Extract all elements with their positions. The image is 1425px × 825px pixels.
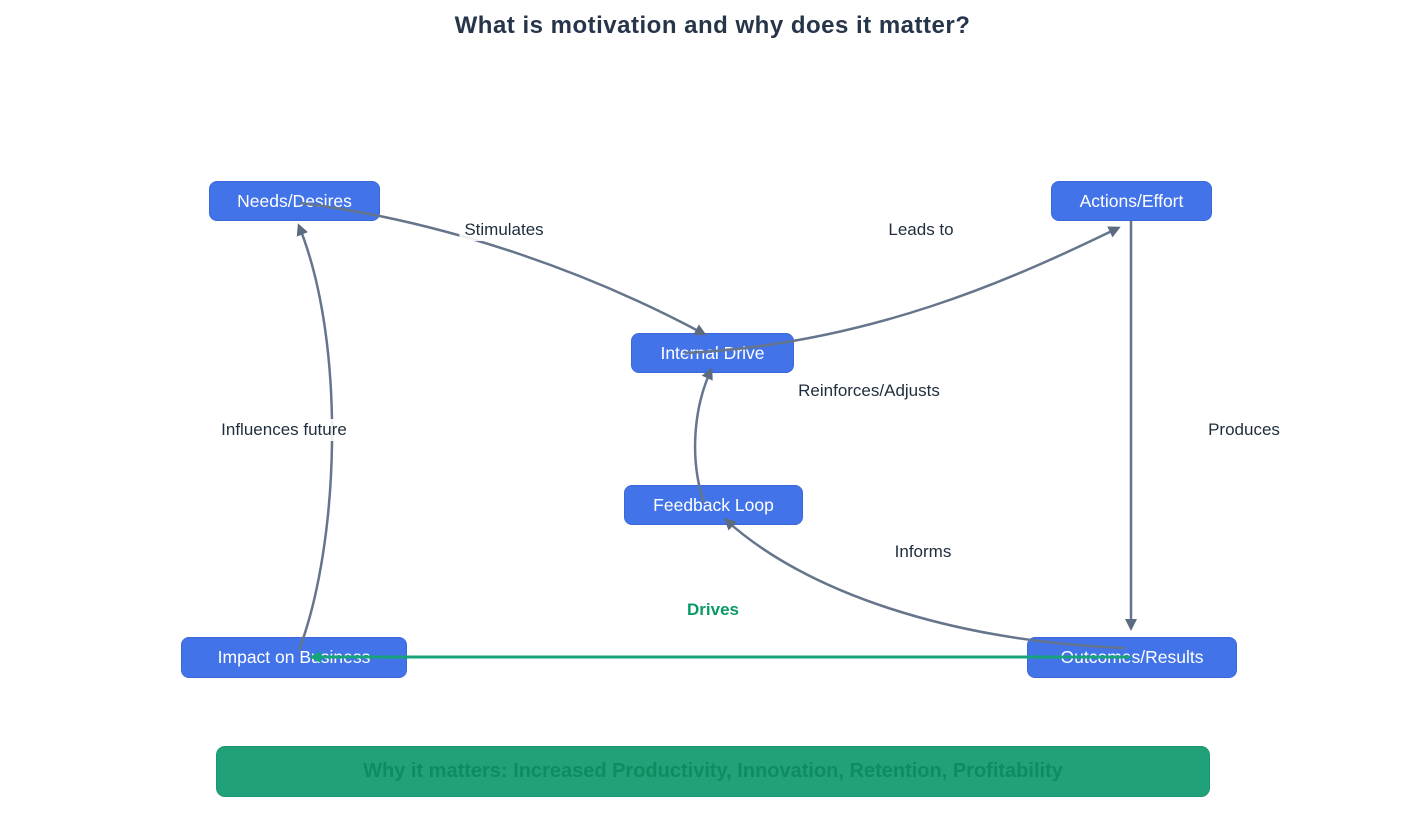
- edge-label-stimulates: Stimulates: [459, 219, 549, 241]
- edge-label-reinforces-adjusts: Reinforces/Adjusts: [793, 380, 945, 402]
- node-feedback-loop: Feedback Loop: [624, 485, 803, 525]
- edge-label-leads-to: Leads to: [883, 219, 959, 241]
- node-needs-desires: Needs/Desires: [209, 181, 380, 221]
- edge-informs: [723, 517, 1126, 650]
- edge-reinforces-adjusts: [693, 367, 713, 504]
- node-internal-drive: Internal Drive: [631, 333, 794, 373]
- edge-label-drives: Drives: [682, 599, 744, 621]
- why-it-matters-banner: Why it matters: Increased Productivity, …: [216, 746, 1210, 797]
- node-actions-effort: Actions/Effort: [1051, 181, 1212, 221]
- node-outcomes-results: Outcomes/Results: [1027, 637, 1237, 678]
- node-impact-on-business: Impact on Business: [181, 637, 407, 678]
- edge-label-influences-future: Influences future: [216, 419, 352, 441]
- edge-label-produces: Produces: [1203, 419, 1285, 441]
- diagram-title: What is motivation and why does it matte…: [454, 12, 971, 39]
- edge-label-informs: Informs: [889, 541, 957, 563]
